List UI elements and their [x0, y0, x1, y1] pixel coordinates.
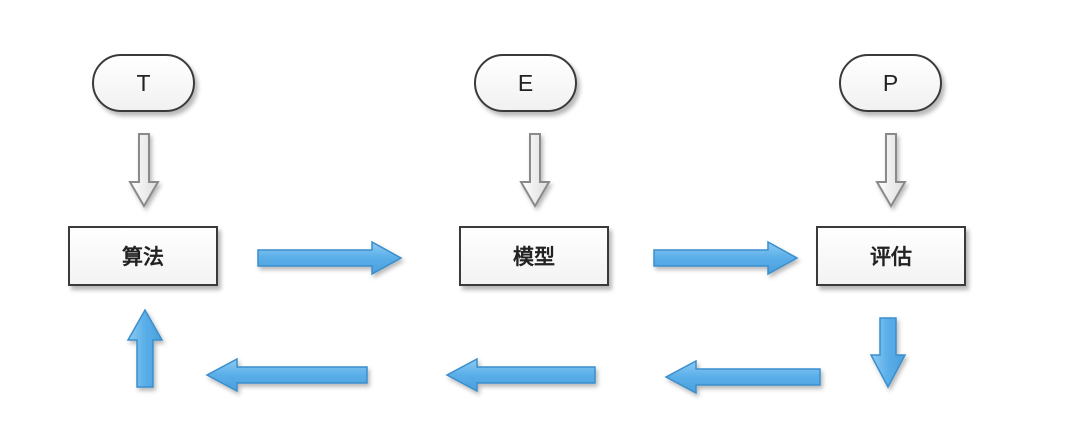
arrow-return-to-algorithm — [126, 308, 164, 388]
stage-label-evaluation: 评估 — [870, 245, 912, 269]
arrow-return-1 — [664, 359, 821, 395]
stage-node-evaluation: 评估 — [816, 226, 966, 286]
input-label-p: P — [882, 69, 899, 96]
arrow-return-2 — [445, 357, 596, 393]
arrow-algorithm-to-model — [257, 240, 403, 276]
arrow-model-to-evaluation — [653, 240, 799, 276]
arrow-evaluation-down — [869, 317, 907, 389]
input-label-e: E — [517, 69, 534, 96]
input-node-p: P — [839, 54, 942, 112]
arrow-p-to-evaluation — [875, 133, 907, 208]
input-label-t: T — [136, 69, 151, 96]
stage-label-algorithm: 算法 — [122, 245, 164, 269]
arrow-return-3 — [205, 357, 368, 393]
arrow-e-to-model — [519, 133, 551, 208]
input-node-e: E — [474, 54, 577, 112]
stage-label-model: 模型 — [513, 245, 555, 269]
stage-node-model: 模型 — [459, 226, 609, 286]
arrow-t-to-algorithm — [128, 133, 160, 208]
stage-node-algorithm: 算法 — [68, 226, 218, 286]
input-node-t: T — [92, 54, 195, 112]
